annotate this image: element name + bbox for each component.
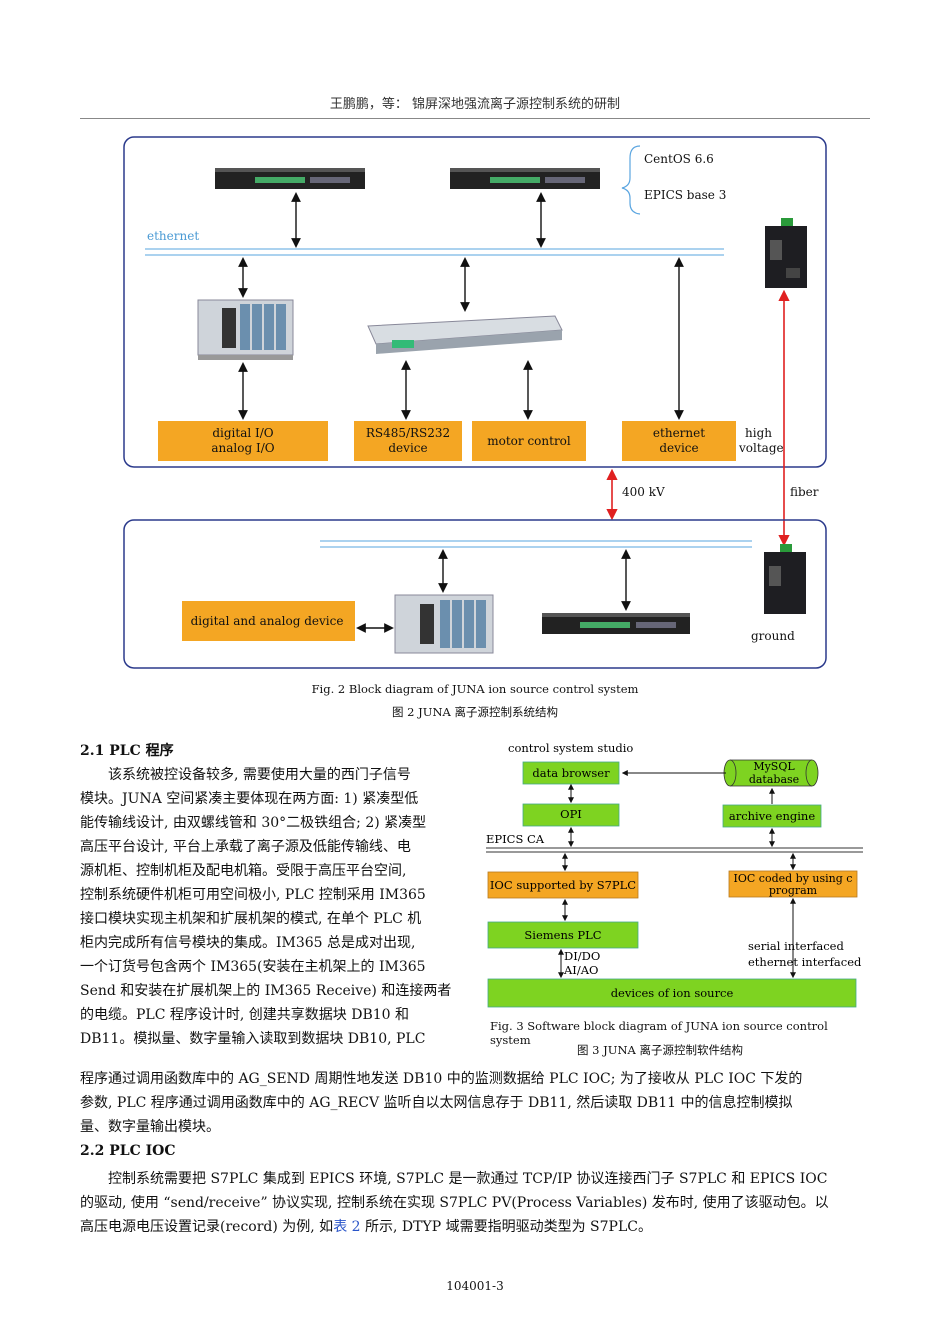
serial-server-icon (367, 315, 563, 354)
top-platform-frame (123, 136, 827, 468)
rs485-box (354, 421, 462, 461)
ioc-c-program-box (728, 870, 858, 898)
section-2-2-heading: 2.2 PLC IOC (80, 1143, 176, 1159)
svg-text:Siemens PLC: Siemens PLC (524, 928, 601, 942)
svg-text:OPI: OPI (560, 807, 582, 821)
figure-3-software-diagram: control system studio data browser MySQL… (486, 741, 863, 1008)
svg-text:device: device (388, 441, 427, 455)
plc-icon (197, 299, 294, 360)
svg-text:MySQL: MySQL (753, 760, 795, 773)
fig2-caption-en: Fig. 2 Block diagram of JUNA ion source … (311, 682, 639, 696)
fiber-converter-icon (765, 218, 807, 288)
svg-text:archive engine: archive engine (729, 809, 815, 823)
svg-text:AI/AO: AI/AO (563, 963, 598, 977)
fiber-converter-icon (764, 544, 806, 614)
server-icon (215, 168, 365, 189)
section-2-2-text: 控制系统需要把 S7PLC 集成到 EPICS 环境, S7PLC 是一款通过 … (80, 1171, 829, 1235)
digital-analog-io-box (158, 421, 328, 461)
siemens-plc-box (487, 921, 639, 949)
running-header: 王鹏鹏，等： 锦屏深地强流离子源控制系统的研制 (329, 97, 621, 112)
svg-text:voltage: voltage (738, 441, 784, 455)
fig3-caption-en: Fig. 3 Software block diagram of JUNA io… (490, 1019, 828, 1047)
server-icon (542, 613, 690, 634)
ethernet-device-box (622, 421, 736, 461)
svg-text:database: database (749, 773, 799, 786)
ethernet-label: ethernet (147, 229, 199, 243)
epics-ca-label: EPICS CA (486, 832, 545, 846)
plc-icon (394, 594, 494, 654)
server-icon (450, 168, 600, 189)
digital-analog-device-box (182, 601, 355, 641)
svg-text:program: program (769, 884, 818, 897)
dio-line1: digital I/O (212, 426, 273, 440)
svg-text:RS485/RS232: RS485/RS232 (366, 426, 450, 440)
svg-text:devices of ion source: devices of ion source (611, 986, 734, 1000)
svg-text:serial interfaced: serial interfaced (748, 939, 844, 953)
fiber-label: fiber (790, 485, 819, 499)
ground-label: ground (751, 629, 795, 643)
fig3-caption-cn: 图 3 JUNA 离子源控制软件结构 (577, 1043, 743, 1057)
high-voltage-label: high (745, 426, 772, 440)
motor-control-box (472, 421, 586, 461)
epics-label: EPICS base 3 (644, 188, 726, 202)
figure-2-block-diagram: CentOS 6.6 EPICS base 3 ethernet digital… (123, 136, 827, 669)
dio-line2: analog I/O (211, 441, 274, 455)
archive-engine-box (722, 804, 822, 828)
svg-text:DI/DO: DI/DO (564, 949, 600, 963)
table-2-link[interactable]: 表 2 (333, 1219, 361, 1235)
section-2-1-full-text: 程序通过调用函数库中的 AG_SEND 周期性地发送 DB10 中的监测数据给 … (80, 1071, 803, 1135)
svg-text:data browser: data browser (532, 766, 610, 780)
page-number: 104001-3 (446, 1279, 504, 1293)
devices-of-ion-source-box (487, 978, 857, 1008)
svg-text:digital and analog device: digital and analog device (191, 614, 344, 628)
svg-text:ethernet: ethernet (653, 426, 705, 440)
kv-label: 400 kV (622, 485, 665, 499)
svg-text:device: device (659, 441, 698, 455)
brace (621, 145, 641, 215)
opi-box (522, 803, 620, 827)
fig2-caption-cn: 图 2 JUNA 离子源控制系统结构 (392, 705, 558, 719)
svg-text:motor control: motor control (487, 434, 571, 448)
ioc-s7plc-box (487, 871, 639, 899)
section-2-1-heading: 2.1 PLC 程序 (80, 743, 174, 759)
svg-text:ethernet interfaced: ethernet interfaced (748, 955, 862, 969)
os-label: CentOS 6.6 (644, 152, 714, 166)
header-rule (80, 118, 870, 119)
svg-text:IOC supported by S7PLC: IOC supported by S7PLC (490, 878, 636, 892)
mysql-database-cylinder (723, 759, 819, 787)
svg-text:control system studio: control system studio (508, 741, 633, 755)
svg-text:IOC coded by using c: IOC coded by using c (734, 872, 853, 885)
section-2-1-narrow-text: 该系统被控设备较多, 需要使用大量的西门子信号 模块。JUNA 空间紧凑主要体现… (80, 767, 452, 1047)
ground-frame (123, 519, 827, 669)
